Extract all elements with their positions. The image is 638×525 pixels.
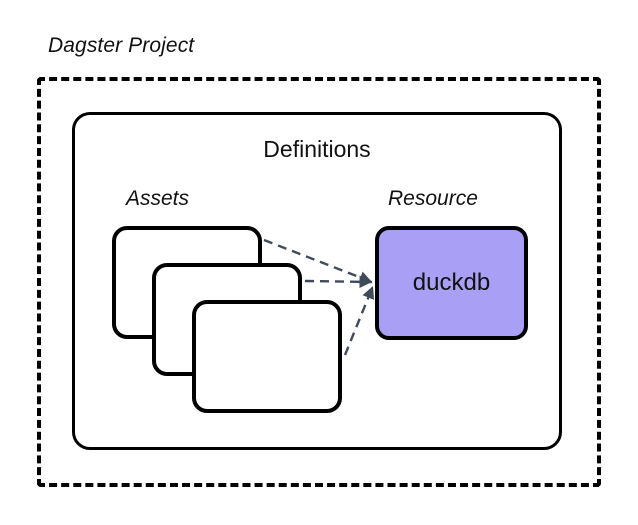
duckdb-resource-node: duckdb	[375, 226, 528, 340]
definitions-title: Definitions	[263, 136, 371, 162]
resource-group-label: Resource	[388, 187, 478, 210]
assets-group-label: Assets	[126, 187, 190, 210]
asset-card	[192, 300, 342, 413]
project-boundary-box	[37, 77, 601, 487]
duckdb-resource-label: duckdb	[412, 269, 491, 296]
project-label: Dagster Project	[48, 34, 195, 57]
